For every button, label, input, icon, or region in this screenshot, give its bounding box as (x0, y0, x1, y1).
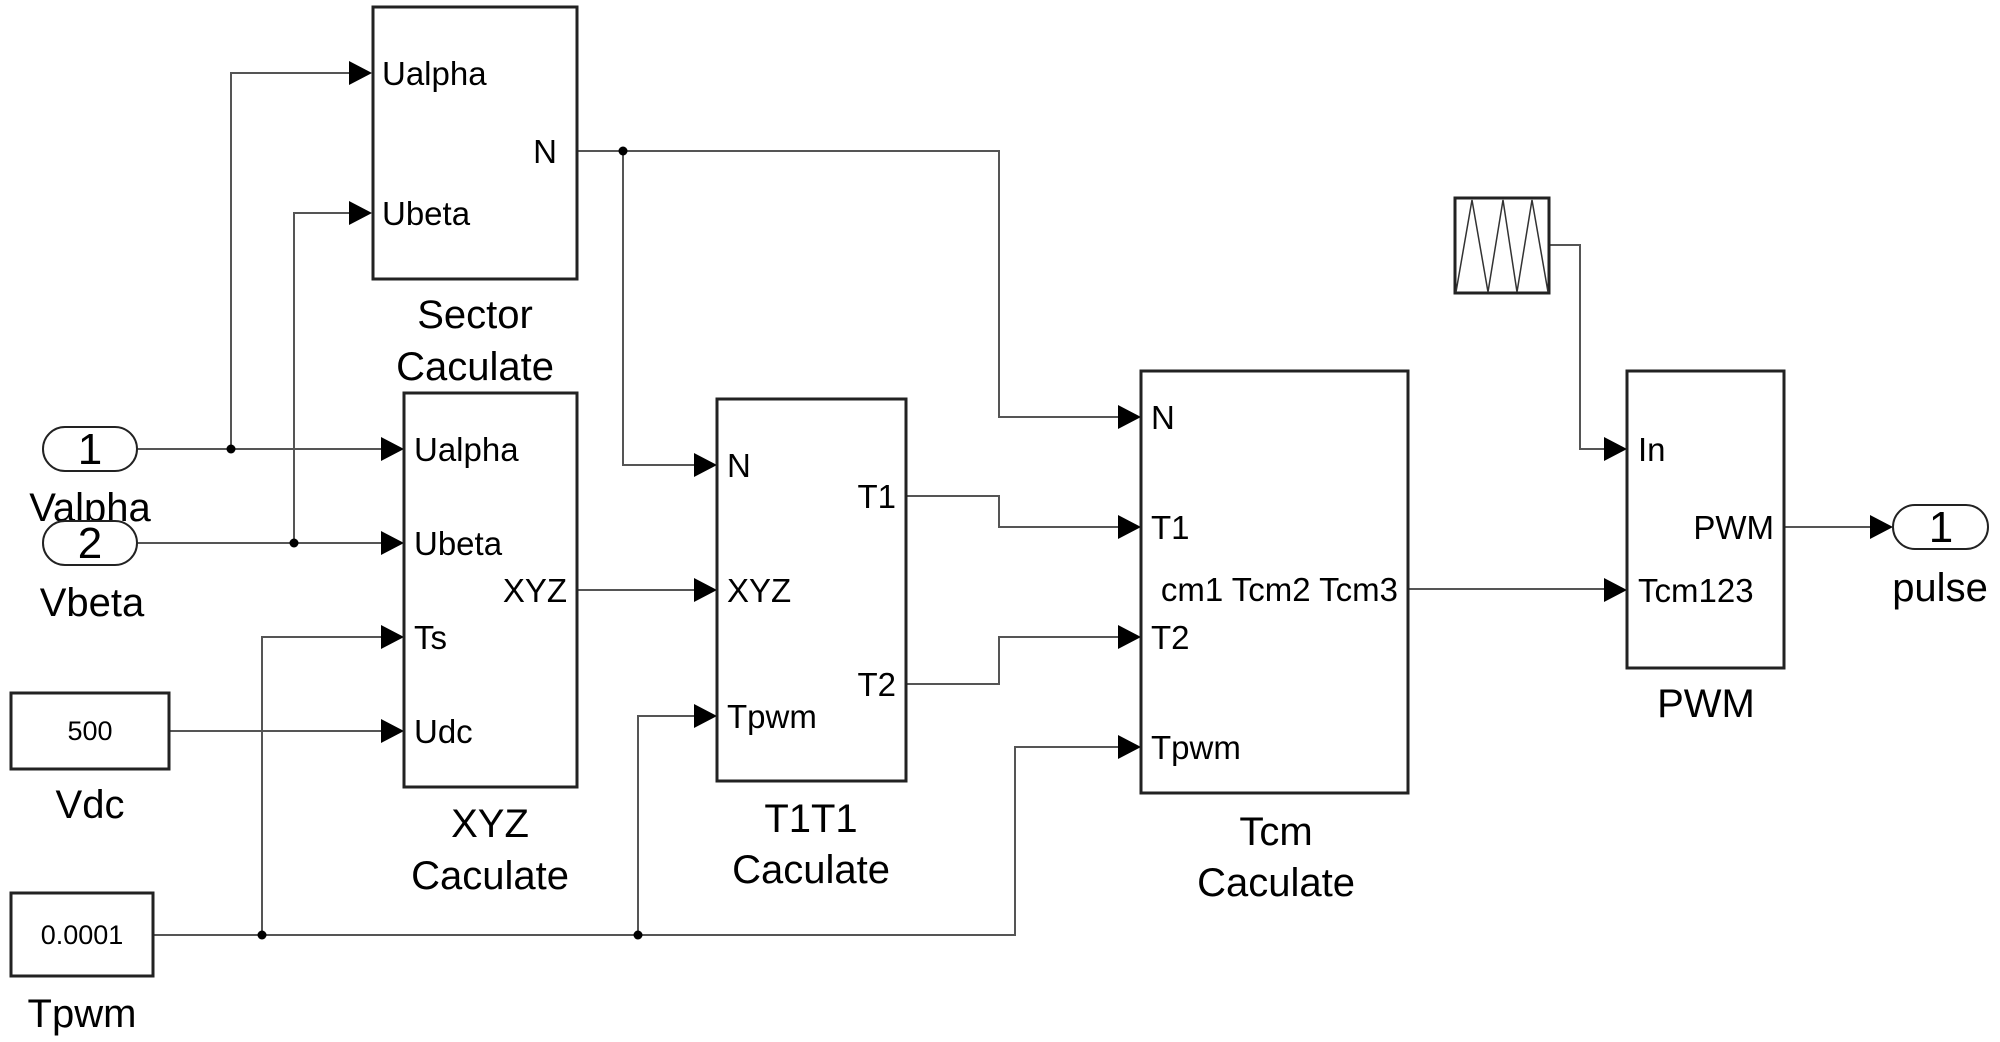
port-label: T2 (857, 666, 896, 703)
wire-tpwm[interactable] (153, 746, 1128, 936)
port-label: T1 (1151, 509, 1190, 546)
inport-name: Vbeta (40, 581, 145, 625)
constant-value: 0.0001 (41, 920, 124, 950)
arrow-icon (694, 704, 717, 728)
junction-dot (226, 444, 236, 454)
t1t1-caculate-block[interactable]: N XYZ Tpwm T1 T2 (715, 397, 908, 783)
sector-caculate-block[interactable]: Ualpha Ubeta N (371, 5, 579, 281)
wire-valpha-branch[interactable] (230, 72, 360, 449)
inport-vbeta[interactable]: 2 (42, 519, 138, 568)
arrowheads (349, 61, 1893, 759)
outport-body[interactable] (1892, 504, 1989, 550)
wire-vbeta-branch[interactable] (293, 212, 360, 543)
constant-body[interactable] (9, 691, 171, 771)
port-number: 2 (78, 519, 102, 568)
port-label: Tpwm (727, 698, 817, 735)
constant-tpwm[interactable]: 0.0001 (9, 891, 155, 978)
junctions (226, 146, 643, 940)
block-name: Sector (417, 293, 533, 337)
constant-body[interactable] (9, 891, 155, 978)
port-label: XYZ (503, 572, 567, 609)
port-label: N (1151, 399, 1175, 436)
block-body[interactable] (402, 391, 579, 789)
port-label: Ubeta (414, 525, 503, 562)
port-label: Ubeta (382, 195, 471, 232)
arrow-icon (349, 61, 372, 85)
inport-body[interactable] (42, 520, 138, 566)
block-name: PWM (1657, 682, 1755, 726)
port-number: 1 (1929, 503, 1953, 552)
block-name: Caculate (1197, 861, 1355, 905)
port-label: PWM (1693, 509, 1774, 546)
block-body[interactable] (715, 397, 908, 783)
constant-vdc[interactable]: 500 (9, 691, 171, 771)
wire-n[interactable] (577, 150, 1128, 418)
block-name: T1T1 (764, 797, 857, 841)
port-label: N (727, 447, 751, 484)
port-number: 1 (78, 425, 102, 474)
arrow-icon (694, 453, 717, 477)
constant-value: 500 (67, 716, 112, 746)
constant-name: Vdc (56, 783, 125, 827)
block-name: XYZ (451, 802, 529, 846)
block-body[interactable] (1453, 196, 1551, 295)
triangle-wave-icon (1455, 199, 1549, 293)
wire-carrier[interactable] (1549, 244, 1614, 450)
arrow-icon (349, 201, 372, 225)
junction-dot (257, 930, 267, 940)
block-name: Caculate (396, 345, 554, 389)
port-label: Ualpha (382, 55, 487, 92)
outport-pulse[interactable]: 1 (1892, 503, 1989, 552)
xyz-caculate-block[interactable]: Ualpha Ubeta Ts Udc XYZ (402, 391, 579, 789)
port-label: In (1638, 431, 1666, 468)
port-label: N (533, 133, 557, 170)
arrow-icon (694, 578, 717, 602)
junction-dot (633, 930, 643, 940)
block-name: Caculate (732, 848, 890, 892)
port-label: Tpwm (1151, 729, 1241, 766)
junction-dot (289, 538, 299, 548)
tcm-caculate-block[interactable]: N T1 T2 Tpwm cm1 Tcm2 Tcm3 (1139, 369, 1410, 795)
arrow-icon (1118, 735, 1141, 759)
arrow-icon (1118, 405, 1141, 429)
block-name: Caculate (411, 854, 569, 898)
pwm-block[interactable]: In Tcm123 PWM (1625, 369, 1786, 670)
wire-t1[interactable] (906, 495, 1128, 528)
wire-tpwm-t1t1[interactable] (637, 715, 704, 935)
wire-tpwm-ts[interactable] (261, 636, 398, 935)
arrow-icon (1118, 515, 1141, 539)
wire-t2[interactable] (906, 636, 1128, 685)
outport-name: pulse (1892, 566, 1988, 610)
block-body[interactable] (1139, 369, 1410, 795)
arrow-icon (1604, 437, 1627, 461)
arrow-icon (1870, 515, 1893, 539)
port-label: Tcm123 (1638, 572, 1754, 609)
block-name: Tcm (1239, 810, 1312, 854)
arrow-icon (381, 437, 404, 461)
inport-valpha[interactable]: 1 (42, 425, 138, 474)
junction-dot (618, 146, 628, 156)
triangle-wave-source[interactable] (1453, 196, 1551, 295)
port-label: T2 (1151, 619, 1190, 656)
block-body[interactable] (371, 5, 579, 281)
arrow-icon (381, 625, 404, 649)
port-label: T1 (857, 478, 896, 515)
block-body[interactable] (1625, 369, 1786, 670)
arrow-icon (1604, 578, 1627, 602)
port-label: XYZ (727, 572, 791, 609)
port-label: Ualpha (414, 431, 519, 468)
wire-n-branch[interactable] (622, 151, 704, 466)
arrow-icon (381, 531, 404, 555)
inport-body[interactable] (42, 426, 138, 472)
constant-name: Tpwm (28, 992, 137, 1036)
arrow-icon (381, 719, 404, 743)
arrow-icon (1118, 625, 1141, 649)
port-label: Udc (414, 713, 473, 750)
port-label: Ts (414, 619, 447, 656)
port-label: cm1 Tcm2 Tcm3 (1161, 571, 1398, 608)
wires (137, 72, 1880, 936)
